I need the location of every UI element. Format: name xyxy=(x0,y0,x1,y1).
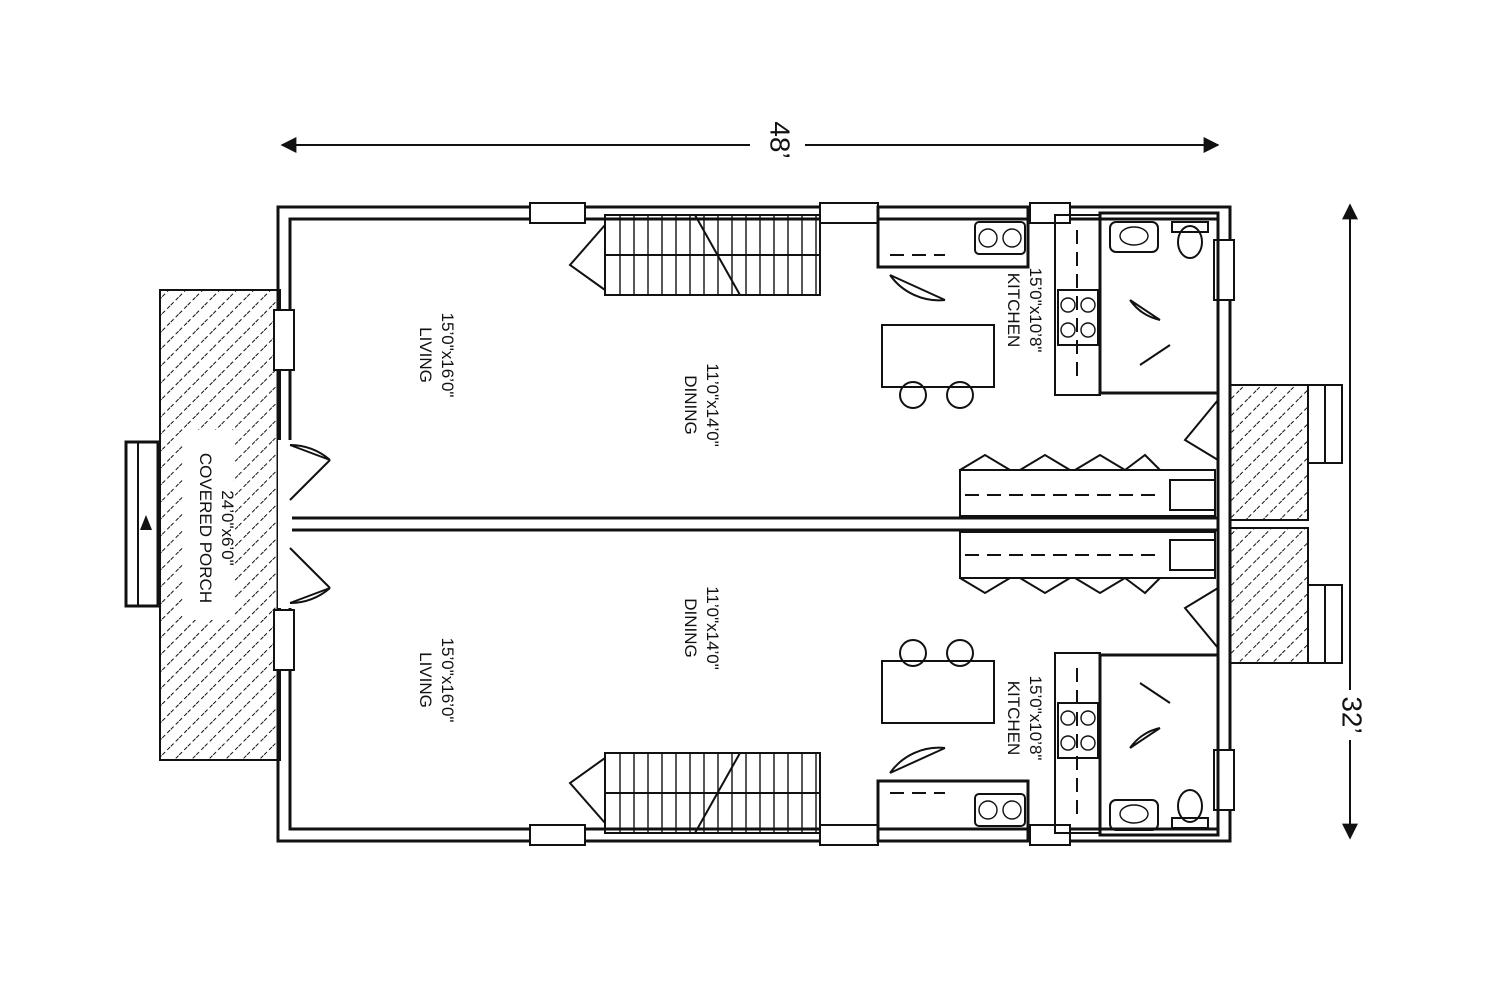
living-size: 15’0"x16’0" xyxy=(438,313,457,398)
label-porch: 24’0"x6’0" COVERED PORCH xyxy=(196,453,237,603)
width-dimension: 48’ xyxy=(280,121,1220,159)
closets xyxy=(959,453,1216,595)
width-dimension-label: 48’ xyxy=(765,121,796,158)
depth-dimension: 32’ xyxy=(1337,203,1368,840)
dining-name: DINING xyxy=(681,598,700,658)
kitchen-size: 15’0"x10’8" xyxy=(1026,268,1045,353)
label-dining-lower: 11’0"x14’0" DINING xyxy=(681,586,722,670)
stair-upper xyxy=(568,214,821,296)
kitchen-lower xyxy=(876,639,1101,843)
windows xyxy=(273,202,1235,846)
porch-size: 24’0"x6’0" xyxy=(218,490,237,565)
covered-porch xyxy=(124,289,281,761)
entry-arrow-icon xyxy=(140,515,152,530)
kitchen-name: KITCHEN xyxy=(1004,273,1023,348)
kitchen-name: KITCHEN xyxy=(1004,681,1023,756)
front-doors xyxy=(278,440,331,608)
label-living-lower: 15’0"x16’0" LIVING xyxy=(416,638,457,723)
stair-lower xyxy=(568,752,821,834)
rear-stoops xyxy=(1183,384,1343,664)
bath-upper xyxy=(1098,211,1220,395)
dining-name: DINING xyxy=(681,375,700,435)
living-name: LIVING xyxy=(416,652,435,708)
kitchen-size: 15’0"x10’8" xyxy=(1026,676,1045,761)
bath-lower xyxy=(1098,653,1220,837)
label-kitchen-lower: 15’0"x10’8" KITCHEN xyxy=(1004,676,1045,761)
label-living-upper: 15’0"x16’0" LIVING xyxy=(416,313,457,398)
exterior-walls xyxy=(276,205,1232,843)
label-dining-upper: 11’0"x14’0" DINING xyxy=(681,363,722,447)
living-name: LIVING xyxy=(416,327,435,383)
kitchen-upper xyxy=(876,205,1101,409)
living-size: 15’0"x16’0" xyxy=(438,638,457,723)
porch-name: COVERED PORCH xyxy=(196,453,215,603)
label-kitchen-upper: 15’0"x10’8" KITCHEN xyxy=(1004,268,1045,353)
dining-size: 11’0"x14’0" xyxy=(703,586,722,670)
depth-dimension-label: 32’ xyxy=(1337,696,1368,733)
dining-size: 11’0"x14’0" xyxy=(703,363,722,447)
